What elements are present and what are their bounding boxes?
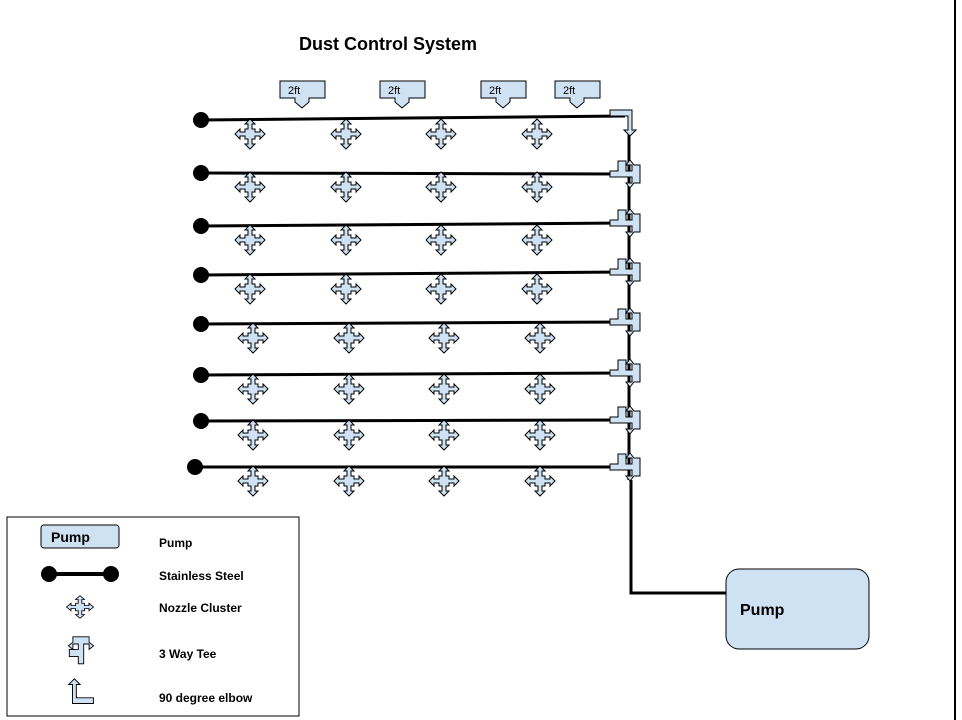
- nozzle-cluster: [425, 224, 457, 256]
- three-way-tee-fitting: [609, 307, 641, 337]
- nozzle-cluster: [234, 118, 266, 150]
- nozzle-cluster: [428, 373, 460, 405]
- stainless-steel-pipe-row: [200, 221, 626, 228]
- dimension-callouts: 2ft 2ft 2ft 2ft: [279, 80, 601, 109]
- ninety-degree-elbow-fitting: [609, 109, 637, 137]
- nozzle-cluster: [524, 419, 556, 451]
- three-way-tee-fitting: [609, 358, 641, 388]
- three-way-tee-fitting: [609, 208, 641, 238]
- stainless-steel-pipe-row: [200, 114, 626, 122]
- nozzle-cluster: [425, 273, 457, 305]
- three-way-tee-fitting: [609, 159, 641, 189]
- three-way-tee-fitting: [609, 452, 641, 482]
- stainless-steel-pipe-row: [200, 270, 626, 277]
- nozzle-cluster: [428, 322, 460, 354]
- stainless-steel-pipe-row: [200, 418, 626, 423]
- legend-label-pump: Pump: [159, 536, 192, 550]
- nozzle-cluster: [234, 273, 266, 305]
- legend-pump-symbol: [40, 524, 120, 549]
- pipe-end-cap: [193, 267, 209, 283]
- pipe-end-cap: [193, 112, 209, 128]
- nozzle-cluster: [237, 419, 269, 451]
- nozzle-cluster: [428, 419, 460, 451]
- three-way-tee-fitting: [609, 405, 641, 435]
- nozzle-cluster: [428, 465, 460, 497]
- dimension-label: 2ft: [563, 85, 575, 97]
- legend: Pump Pump Stainless Steel Nozzle Cluster…: [6, 516, 300, 717]
- legend-frame: [6, 516, 300, 717]
- diagram-title: Dust Control System: [299, 34, 477, 54]
- nozzle-cluster: [524, 322, 556, 354]
- legend-label-ninety-degree-elbow: 90 degree elbow: [159, 691, 253, 705]
- pipe-end-cap: [193, 367, 209, 383]
- nozzle-cluster: [425, 118, 457, 150]
- dimension-callout: [554, 80, 601, 109]
- nozzle-cluster: [521, 273, 553, 305]
- nozzle-cluster: [333, 465, 365, 497]
- dimension-label: 2ft: [388, 85, 400, 97]
- dimension-callout: [379, 80, 426, 109]
- pump-feed-pipe: [629, 480, 726, 595]
- stainless-steel-pipe-row: [200, 320, 626, 326]
- nozzle-cluster: [521, 224, 553, 256]
- legend-pipe-end-left: [41, 566, 57, 582]
- nozzle-cluster: [330, 273, 362, 305]
- nozzle-cluster: [425, 171, 457, 203]
- legend-label-three-way-tee: 3 Way Tee: [159, 647, 217, 661]
- nozzle-cluster: [234, 224, 266, 256]
- nozzle-cluster: [333, 373, 365, 405]
- nozzle-cluster: [237, 373, 269, 405]
- nozzle-cluster: [330, 118, 362, 150]
- legend-pump-symbol-text: Pump: [51, 529, 90, 545]
- pipe-end-cap: [193, 218, 209, 234]
- nozzle-cluster: [237, 465, 269, 497]
- main-pump-label: Pump: [740, 602, 785, 619]
- dimension-label: 2ft: [489, 85, 501, 97]
- nozzle-cluster: [330, 171, 362, 203]
- nozzle-grid: [234, 118, 556, 497]
- stainless-steel-pipe-row: [200, 171, 626, 176]
- nozzle-cluster: [524, 465, 556, 497]
- dimension-callout: [279, 80, 326, 109]
- stainless-steel-pipe-row: [200, 371, 626, 377]
- pipe-end-cap: [193, 165, 209, 181]
- pipe-end-cap: [193, 316, 209, 332]
- pipe-network: [187, 112, 726, 595]
- nozzle-cluster: [234, 171, 266, 203]
- three-way-tee-fitting: [609, 257, 641, 287]
- dimension-callout: [480, 80, 527, 109]
- dimension-label: 2ft: [288, 85, 300, 97]
- main-pump: [725, 568, 870, 650]
- nozzle-cluster: [330, 224, 362, 256]
- fittings: [609, 109, 641, 482]
- pipe-end-cap: [193, 413, 209, 429]
- nozzle-cluster: [521, 171, 553, 203]
- legend-label-nozzle-cluster: Nozzle Cluster: [159, 601, 242, 615]
- nozzle-cluster: [521, 118, 553, 150]
- legend-pipe-end-right: [103, 566, 119, 582]
- legend-label-stainless-steel: Stainless Steel: [159, 569, 244, 583]
- nozzle-cluster: [237, 322, 269, 354]
- nozzle-cluster: [333, 419, 365, 451]
- nozzle-cluster: [524, 373, 556, 405]
- nozzle-cluster: [333, 322, 365, 354]
- pipe-end-cap: [187, 459, 203, 475]
